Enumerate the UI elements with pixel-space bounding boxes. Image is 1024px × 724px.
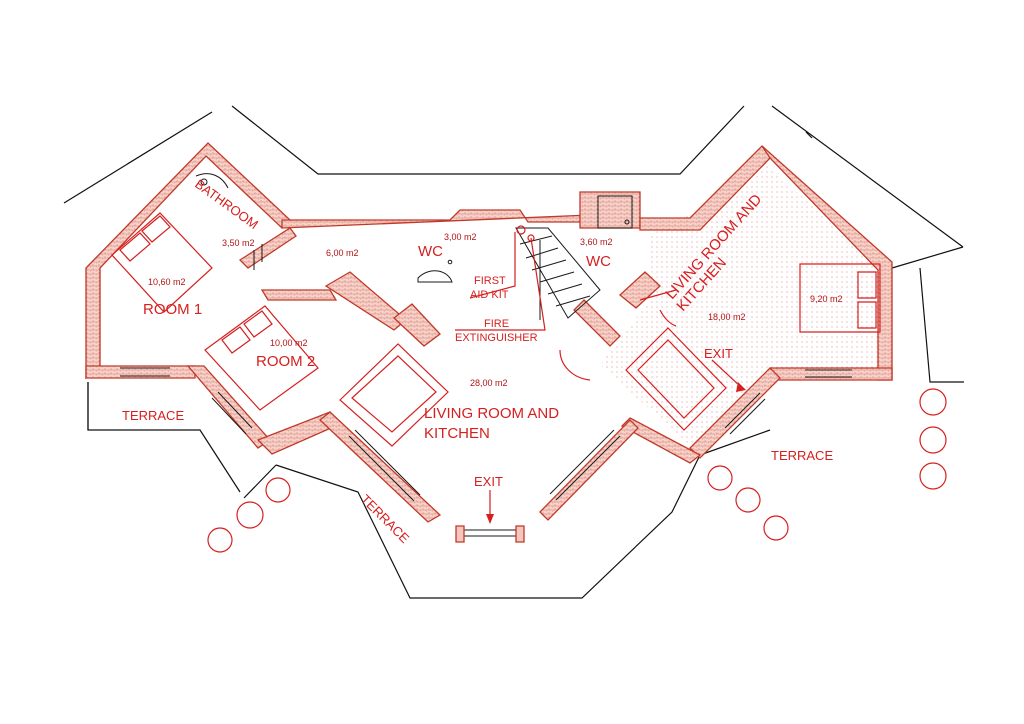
first-aid-line2: AID KIT [470, 289, 509, 301]
hall-area: 6,00 m2 [326, 248, 359, 258]
room2-area: 10,00 m2 [270, 338, 308, 348]
first-aid-line1: FIRST [474, 275, 506, 287]
exit-posts [455, 525, 525, 543]
bed-room1 [111, 212, 213, 313]
fire-line2: EXTINGUISHER [455, 332, 538, 344]
doors [559, 289, 677, 381]
living-right-area: 18,00 m2 [708, 312, 746, 322]
bed-side-room [799, 263, 881, 333]
site-outline [63, 105, 964, 599]
terrace-left: TERRACE [122, 408, 184, 423]
living-center-line2: KITCHEN [424, 425, 490, 442]
windows [120, 244, 852, 537]
staircase [515, 227, 601, 320]
wc2-area: 3,60 m2 [580, 237, 613, 247]
wc1-area: 3,00 m2 [444, 232, 477, 242]
room1-area: 10,60 m2 [148, 277, 186, 287]
terrace-right: TERRACE [771, 448, 833, 463]
exit-right: EXIT [704, 346, 733, 361]
right-wing-floor [600, 160, 882, 445]
exit-bottom: EXIT [474, 474, 503, 489]
sofa-right [625, 327, 727, 431]
room1-label: ROOM 1 [143, 301, 202, 318]
safety-markers [455, 225, 546, 331]
sofa-center [339, 343, 449, 447]
living-center-line1: LIVING ROOM AND [424, 405, 559, 422]
exit-arrows [486, 359, 746, 524]
wc1-label: WC [418, 243, 443, 260]
bathroom-fixtures [195, 173, 633, 283]
bathroom-area: 3,50 m2 [222, 238, 255, 248]
side-room-area: 9,20 m2 [810, 294, 843, 304]
room2-label: ROOM 2 [256, 353, 315, 370]
bed-room2 [204, 305, 319, 411]
wc2-label: WC [586, 253, 611, 270]
living-center-area: 28,00 m2 [470, 378, 508, 388]
fire-line1: FIRE [484, 318, 509, 330]
trees [207, 388, 947, 553]
